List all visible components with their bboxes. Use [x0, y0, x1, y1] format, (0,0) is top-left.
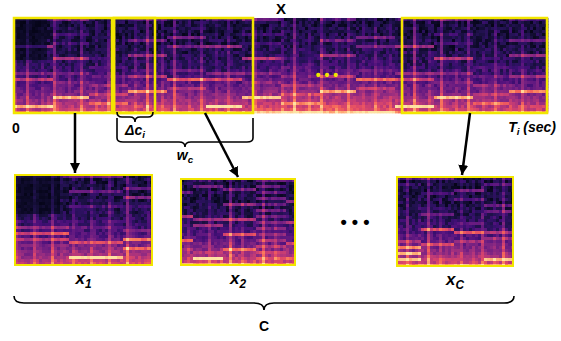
text-part: Δc: [125, 122, 142, 138]
crop-arrow: [74, 113, 77, 173]
crop-label: x2: [230, 269, 246, 291]
brace: [14, 296, 514, 310]
spectrogram: [14, 18, 548, 113]
crop-window: [114, 18, 155, 113]
text-part: x: [230, 269, 239, 288]
subscript: 1: [85, 277, 92, 291]
offset-label: Δci: [125, 122, 145, 140]
subscript: c: [188, 154, 193, 165]
subscript: i: [142, 129, 145, 140]
ellipsis: • • •: [341, 212, 370, 233]
spectrogram-crops: [15, 175, 513, 266]
crop-arrow: [205, 113, 238, 177]
text-part: w: [177, 147, 188, 163]
crop-arrow: [462, 113, 470, 175]
brace: [117, 112, 153, 122]
text-part: T: [508, 119, 517, 135]
window-width-label: wc: [177, 147, 193, 165]
subscript: C: [455, 278, 464, 292]
spectrogram-cells: [15, 175, 152, 265]
crop-panel: xC: [396, 176, 514, 267]
crop-panel: x2: [180, 178, 296, 266]
crop-label: x1: [75, 269, 91, 291]
crop-panel: x1: [14, 174, 153, 266]
subscript: 2: [239, 277, 246, 291]
spectrogram-cells: [181, 179, 295, 265]
axis-origin: 0: [12, 120, 20, 136]
crop-window: [114, 18, 253, 113]
panel-title: X: [276, 0, 286, 17]
crop-label: xC: [446, 270, 464, 292]
spectrogram-cells: [14, 18, 548, 113]
text-part: x: [75, 269, 84, 288]
text-part: (sec): [519, 119, 556, 135]
text-part: x: [446, 270, 455, 289]
crop-window: [402, 18, 547, 113]
spectrogram-cells: [397, 177, 513, 266]
count-label: C: [259, 318, 269, 334]
brace: [117, 118, 253, 147]
crop-window: [14, 18, 112, 113]
duration-label: Ti (sec): [508, 119, 556, 137]
spectrogram-panel: X: [14, 18, 548, 113]
subscript: i: [517, 126, 520, 137]
ellipsis: • • •: [316, 67, 338, 83]
